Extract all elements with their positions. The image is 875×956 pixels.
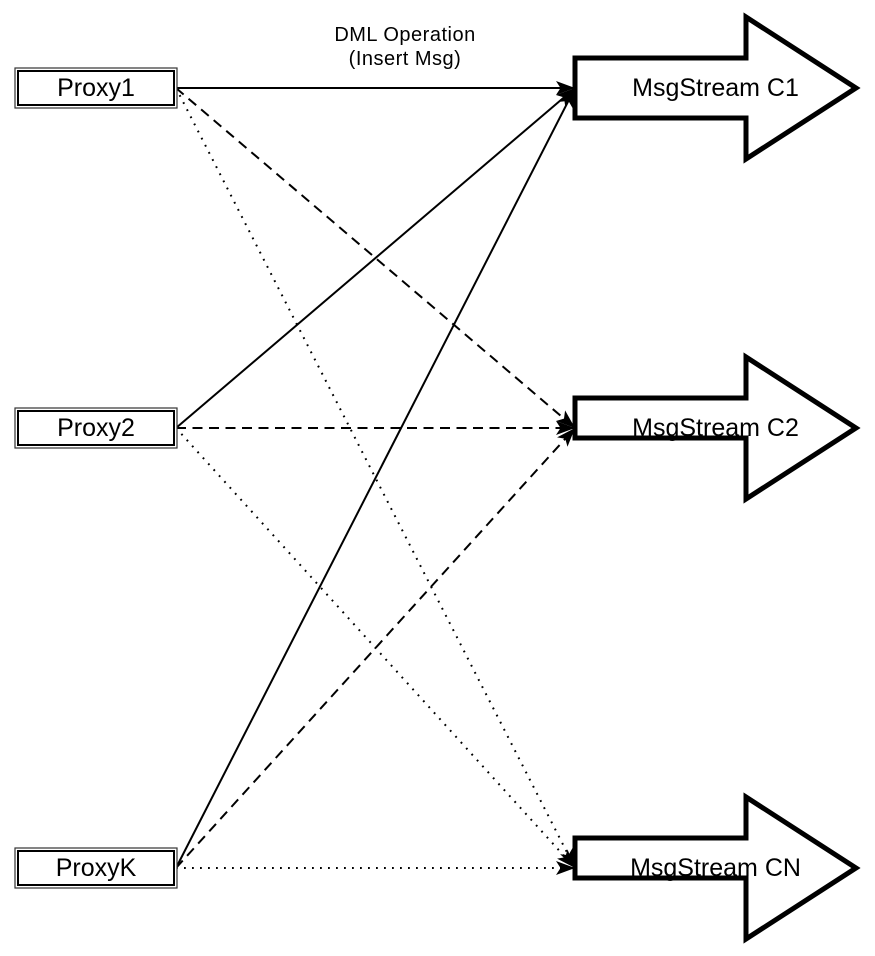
stream-c2-label: MsgStream C2: [632, 413, 799, 442]
edge-proxy2-cn: [175, 427, 576, 869]
stream-cn-label: MsgStream CN: [630, 853, 801, 882]
block-arrow-stream-c2: [572, 352, 861, 504]
edge-proxy1-c2: [175, 87, 576, 429]
arrowhead-cn-from-proxyk: [556, 861, 575, 875]
arrowhead-c2-from-proxy1: [556, 410, 575, 428]
arrowhead-cn-from-proxy2: [557, 849, 575, 868]
stream-c1-label: MsgStream C1: [632, 73, 799, 102]
arrowhead-c2-from-proxy2: [556, 421, 575, 435]
proxyk-label: ProxyK: [55, 853, 137, 882]
edge-proxy2-c1: [175, 87, 576, 429]
block-arrow-stream-cn: [572, 792, 861, 944]
arrowhead-c1-from-proxy1: [556, 81, 575, 95]
node-proxy2-box: [14, 407, 178, 449]
node-proxyk-box: [14, 847, 178, 889]
edge-proxyk-c1: [175, 87, 576, 869]
diagram-title-line2: (Insert Msg): [348, 48, 462, 70]
diagram-title-line1: DML Operation: [334, 24, 476, 46]
arrowhead-c2-from-proxyk: [557, 428, 575, 447]
proxy1-label: Proxy1: [57, 73, 135, 102]
arrowhead-c1-from-proxyk: [560, 88, 575, 109]
diagram-title: DML Operation (Insert Msg): [255, 23, 555, 71]
proxy2-label: Proxy2: [57, 413, 135, 442]
node-proxy1-box: [14, 67, 178, 109]
block-arrow-stream-c1: [572, 12, 861, 164]
